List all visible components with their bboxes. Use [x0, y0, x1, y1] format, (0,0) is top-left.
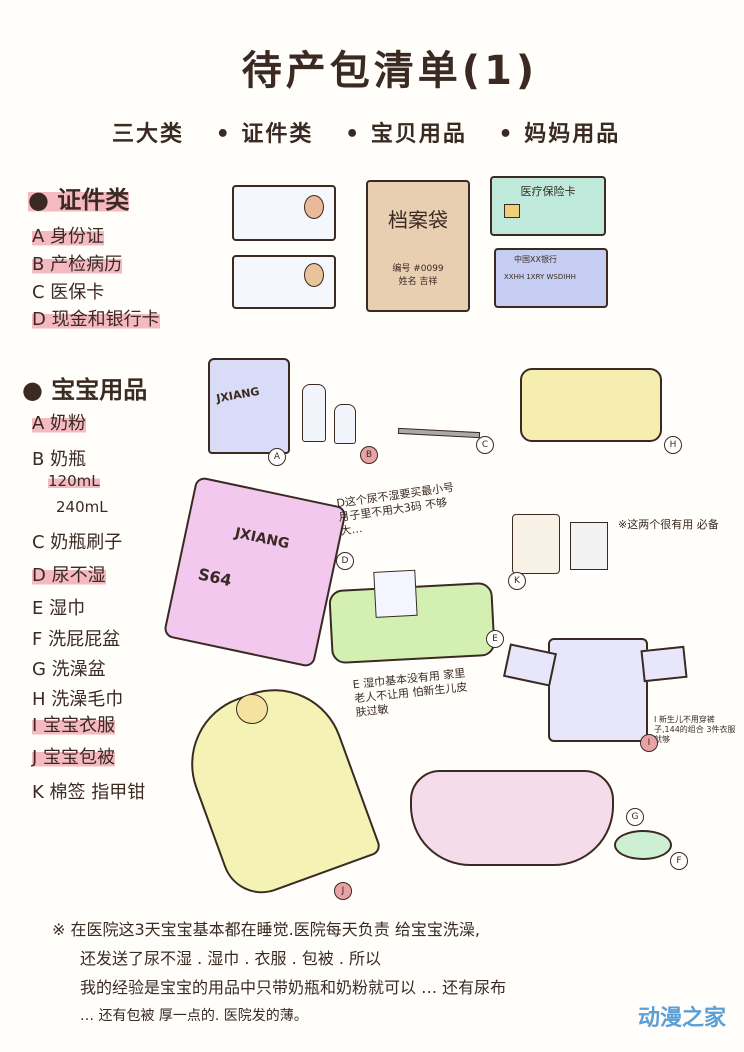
cotton-swab-jar-icon	[512, 514, 560, 574]
list-item: E 湿巾	[32, 598, 86, 619]
medical-card-title: 医疗保险卡	[520, 185, 576, 198]
tag-e: E	[486, 630, 504, 648]
note-swabs: ※这两个很有用 必备	[618, 518, 719, 531]
bottle-icon	[302, 384, 326, 442]
tag-g: G	[626, 808, 644, 826]
list-item: I 宝宝衣服	[32, 711, 116, 737]
tag-h: H	[664, 436, 682, 454]
tag-f: F	[670, 852, 688, 870]
id-card-illustration	[232, 255, 336, 309]
note-diaper: D这个尿不湿要买最小号 月子里不用大3码 不够大…	[335, 480, 455, 538]
nail-clipper-pack-icon	[570, 522, 608, 570]
subtitle-category: • 证件类	[215, 122, 314, 147]
list-item: C 奶瓶刷子	[32, 532, 123, 553]
subtitle-lead: 三大类	[112, 122, 185, 147]
tag-b: B	[360, 446, 378, 464]
section-heading-documents: ● 证件类	[28, 180, 130, 215]
envelope-line: 姓名 吉祥	[398, 277, 438, 287]
subtitle-category: • 妈妈用品	[498, 122, 621, 147]
footer-line: 我的经验是宝宝的用品中只带奶瓶和奶粉就可以 … 还有尿布	[80, 978, 507, 997]
footer-line: ※ 在医院这3天宝宝基本都在睡觉.医院每天负责 给宝宝洗澡,	[52, 920, 480, 939]
footer-line: 还发送了尿不湿 . 湿巾 . 衣服 . 包被 . 所以	[80, 949, 382, 968]
watermark-logo: 动漫之家	[637, 1006, 726, 1031]
tag-k: K	[508, 572, 526, 590]
formula-brand: JXIANG	[215, 384, 261, 406]
list-item: 120mL	[48, 472, 100, 490]
diaper-size: S64	[196, 564, 234, 591]
wet-wipes-illustration	[328, 569, 496, 665]
bottle-icon	[334, 404, 356, 444]
diaper-pack-illustration: JXIANG S64	[162, 475, 348, 669]
tag-c: C	[476, 436, 494, 454]
subtitle-category: • 宝贝用品	[345, 122, 467, 147]
list-item: J 宝宝包被	[32, 743, 116, 769]
envelope-label: 档案袋	[388, 208, 448, 232]
page-title: 待产包清单(1)	[241, 48, 539, 94]
bank-card: 中国XX银行 XXHH 1XRY WSDIHH	[494, 248, 608, 308]
list-item: A 身份证	[32, 222, 105, 248]
tag-a: A	[268, 448, 286, 466]
list-item: C 医保卡	[32, 282, 105, 303]
list-item: A 奶粉	[32, 409, 87, 435]
list-item: F 洗屁屁盆	[32, 629, 121, 650]
list-item: H 洗澡毛巾	[32, 689, 124, 710]
list-item: D 尿不湿	[32, 561, 106, 587]
bath-towel-illustration	[520, 368, 662, 442]
list-item: 240mL	[56, 498, 108, 516]
envelope-line: 编号 #0099	[392, 264, 444, 274]
list-item: G 洗澡盆	[32, 659, 106, 680]
list-item: K 棉签 指甲钳	[32, 782, 146, 803]
tag-i: I	[640, 734, 658, 752]
medical-record-envelope: 档案袋 编号 #0099 姓名 吉祥	[366, 180, 470, 312]
footer-line: … 还有包被 厚一点的. 医院发的薄。	[80, 1008, 308, 1024]
sleeve-right	[640, 645, 688, 683]
bath-tub-illustration	[410, 770, 614, 866]
baby-clothes-illustration	[548, 638, 648, 742]
wash-basin-illustration	[614, 830, 672, 860]
tag-d: D	[336, 552, 354, 570]
bottle-brush-icon	[397, 427, 481, 439]
baby-swaddle-illustration	[171, 669, 383, 905]
note-wipes: E 湿巾基本没有用 家里老人不让用 怕新生儿皮肤过敏	[352, 666, 468, 720]
footer-note: ※ 在医院这3天宝宝基本都在睡觉.医院每天负责 给宝宝洗澡, 还发送了尿不湿 .…	[52, 915, 506, 1031]
formula-can-illustration: JXIANG	[208, 358, 290, 454]
tag-j: J	[334, 882, 352, 900]
list-item: B 奶瓶	[32, 449, 87, 470]
medical-insurance-card: 医疗保险卡	[490, 176, 606, 236]
note-clothes: I 新生儿不用穿裤子,144的组合 3件衣服就够	[654, 715, 736, 744]
bank-card-number: XXHH 1XRY WSDIHH	[504, 273, 576, 281]
list-item: B 产检病历	[32, 250, 123, 276]
diaper-brand: JXIANG	[233, 525, 291, 553]
list-item: D 现金和银行卡	[32, 305, 160, 331]
bank-card-text: 中国XX银行	[514, 255, 557, 264]
section-heading-baby: ● 宝宝用品	[22, 376, 148, 404]
bear-hood-icon	[236, 694, 268, 724]
subtitle: 三大类 • 证件类 • 宝贝用品 • 妈妈用品	[112, 116, 642, 148]
id-card-illustration	[232, 185, 336, 241]
